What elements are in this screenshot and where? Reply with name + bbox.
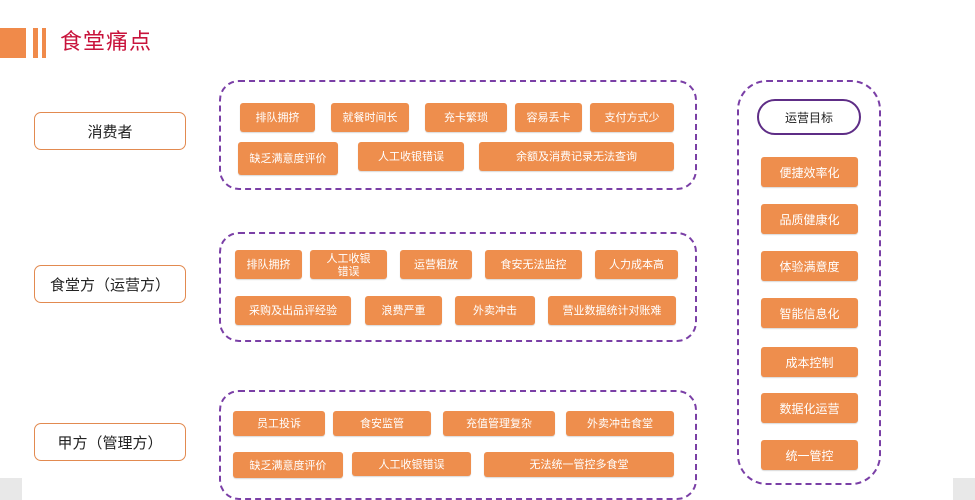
pain-chip: 人工收银错误 <box>352 452 471 476</box>
goal-item: 成本控制 <box>761 347 858 377</box>
pain-chip: 容易丢卡 <box>515 103 582 132</box>
pain-chip: 无法统一管控多食堂 <box>484 452 674 477</box>
group-label-client: 甲方（管理方） <box>34 423 186 461</box>
pain-chip: 浪费严重 <box>365 296 442 325</box>
goal-item: 智能信息化 <box>761 298 858 328</box>
pain-chip: 采购及出品评经验 <box>235 296 351 325</box>
next-slide-control[interactable] <box>953 478 975 500</box>
logo-bar-mid <box>33 28 38 58</box>
pain-chip: 外卖冲击食堂 <box>566 411 674 436</box>
pain-chip: 充值管理复杂 <box>443 411 555 436</box>
page-title: 食堂痛点 <box>60 30 153 55</box>
group-label-consumer: 消费者 <box>34 112 186 150</box>
goal-item: 体验满意度 <box>761 251 858 281</box>
pain-chip: 人力成本高 <box>595 250 678 279</box>
pain-chip: 支付方式少 <box>590 103 674 132</box>
pain-chip: 人工收银错误 <box>358 142 464 171</box>
group-label-operator: 食堂方（运营方） <box>34 265 186 303</box>
pain-chip: 营业数据统计对账难 <box>548 296 676 325</box>
goal-item: 便捷效率化 <box>761 157 858 187</box>
pain-chip: 排队拥挤 <box>240 103 315 132</box>
pain-chip: 就餐时间长 <box>331 103 409 132</box>
pain-chip: 缺乏满意度评价 <box>238 142 338 175</box>
goal-item: 品质健康化 <box>761 204 858 234</box>
client-pain-box <box>219 390 697 500</box>
goal-item: 统一管控 <box>761 440 858 470</box>
pain-chip: 人工收银错误 <box>310 250 387 279</box>
operator-pain-box <box>219 232 697 342</box>
goals-title: 运营目标 <box>757 99 861 135</box>
pain-chip: 食安监管 <box>333 411 431 436</box>
logo-bar-thin <box>42 28 46 58</box>
pain-chip: 充卡繁琐 <box>425 103 507 132</box>
pain-chip: 食安无法监控 <box>485 250 582 279</box>
consumer-pain-box <box>219 80 697 190</box>
prev-slide-control[interactable] <box>0 478 22 500</box>
pain-chip: 员工投诉 <box>233 411 325 436</box>
goal-item: 数据化运营 <box>761 393 858 423</box>
pain-chip: 缺乏满意度评价 <box>233 452 343 478</box>
logo-bar-wide <box>0 28 26 58</box>
pain-chip: 排队拥挤 <box>235 250 302 279</box>
pain-chip: 余额及消费记录无法查询 <box>479 142 674 171</box>
pain-chip: 外卖冲击 <box>455 296 535 325</box>
goals-box <box>737 80 881 485</box>
pain-chip: 运营粗放 <box>400 250 472 279</box>
